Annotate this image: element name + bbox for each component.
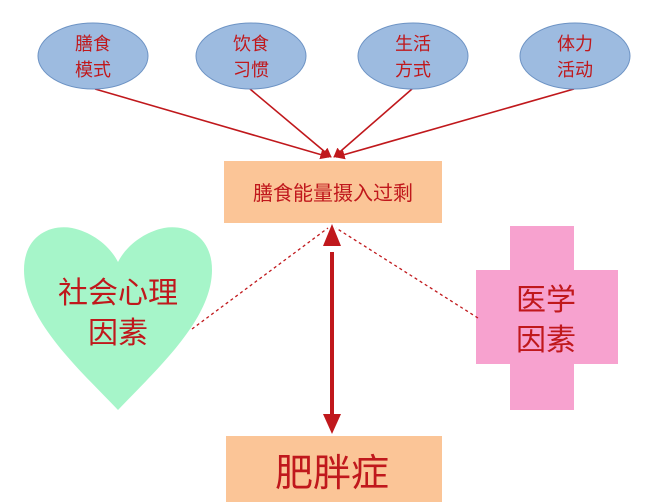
medical-connector-dashed xyxy=(335,227,479,319)
result-box-rect xyxy=(226,436,442,502)
medical-factor-cross: 医学 因素 xyxy=(476,226,618,410)
result-label: 肥胖症 xyxy=(275,451,389,495)
result-box: 肥胖症 xyxy=(226,436,442,502)
arrow-eating-habits xyxy=(249,88,332,158)
factor-ellipse xyxy=(37,22,149,90)
factor-eating-habits: 饮食 习惯 xyxy=(195,22,307,90)
center-box-label: 膳食能量摄入过剩 xyxy=(253,181,413,205)
factor-ellipse xyxy=(195,22,307,90)
heart-shape xyxy=(24,227,212,410)
social-factor-heart: 社会心理 因素 xyxy=(24,227,212,410)
social-factor-line2: 因素 xyxy=(88,316,148,351)
factor-label-line2: 方式 xyxy=(395,60,431,81)
social-connector-dashed xyxy=(191,227,329,330)
arrow-lifestyle xyxy=(333,88,413,158)
arrow-physical-activity xyxy=(335,88,575,160)
center-box-rect xyxy=(224,161,442,223)
center-box: 膳食能量摄入过剩 xyxy=(224,161,442,223)
main-arrow-head-up xyxy=(323,224,341,246)
factor-physical-activity: 体力 活动 xyxy=(519,22,631,90)
medical-factor-line2: 因素 xyxy=(516,323,576,358)
arrow-dietary-pattern xyxy=(94,88,330,160)
factor-dietary-pattern: 膳食 模式 xyxy=(37,22,149,90)
factor-label-line2: 习惯 xyxy=(233,60,269,81)
factor-lifestyle: 生活 方式 xyxy=(357,22,469,90)
factor-label-line1: 饮食 xyxy=(233,34,269,55)
social-factor-line1: 社会心理 xyxy=(58,276,178,311)
main-arrow-head-down xyxy=(323,414,341,434)
factor-ellipse xyxy=(357,22,469,90)
factor-ellipse xyxy=(519,22,631,90)
medical-factor-line1: 医学 xyxy=(516,283,576,318)
cross-shape xyxy=(476,226,618,410)
factor-label-line2: 活动 xyxy=(557,60,593,81)
factor-label-line2: 模式 xyxy=(75,60,111,81)
factor-label-line1: 膳食 xyxy=(75,34,111,55)
factor-label-line1: 生活 xyxy=(395,34,431,55)
factor-label-line1: 体力 xyxy=(557,34,593,55)
